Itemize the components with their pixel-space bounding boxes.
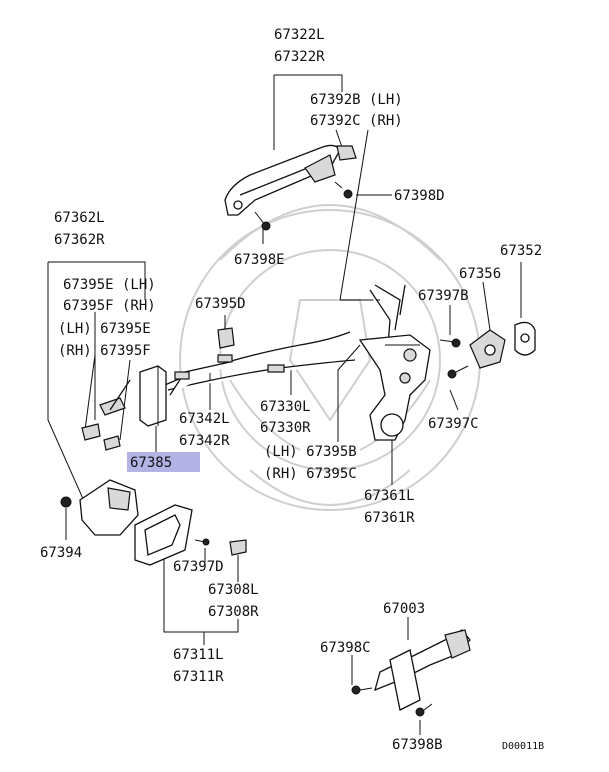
callout-rh-67395f: (RH) 67395F	[58, 343, 151, 359]
striker-shim	[514, 321, 536, 356]
screw-67394	[60, 496, 72, 508]
latch-cover	[139, 365, 167, 427]
clip-67395d	[217, 327, 235, 349]
reference-code: D00011B	[502, 741, 544, 752]
bolt-67398d	[334, 181, 353, 199]
callout-67398e: 67398E	[234, 252, 285, 268]
bolt-67398b	[415, 703, 433, 717]
small-clips	[81, 379, 131, 451]
screw-67397d	[194, 538, 210, 546]
callout-67003: 67003	[383, 601, 425, 617]
clip-part	[336, 145, 357, 161]
door-latch	[358, 334, 431, 441]
callout-67311-r: 67311R	[173, 669, 224, 685]
callout-67398c: 67398C	[320, 640, 371, 656]
outside-handle	[224, 144, 341, 216]
callout-67397c: 67397C	[428, 416, 479, 432]
callout-67397b: 67397B	[418, 288, 469, 304]
callout-67308-l: 67308L	[208, 582, 259, 598]
bolt-67398e	[254, 211, 271, 231]
callout-67395b-lh: (LH) 67395B	[264, 444, 357, 460]
callout-67308-r: 67308R	[208, 604, 259, 620]
callout-67362-l: 67362L	[54, 210, 105, 226]
cap-67308	[229, 539, 247, 556]
bolt-67397c	[447, 365, 469, 379]
callout-67395f-rh: 67395F (RH)	[63, 298, 156, 314]
callout-67395d: 67395D	[195, 296, 246, 312]
callout-67322-l: 67322L	[274, 27, 325, 43]
callout-67322-r: 67322R	[274, 49, 325, 65]
callout-67361-r: 67361R	[364, 510, 415, 526]
bolt-67398c	[351, 685, 373, 695]
inside-handle	[134, 504, 193, 566]
callout-67397d: 67397D	[173, 559, 224, 575]
bolt-67397b	[439, 338, 461, 348]
door-check	[374, 629, 471, 711]
callout-lh-67395e: (LH) 67395E	[58, 321, 151, 337]
callout-67330-l: 67330L	[260, 399, 311, 415]
callout-67392-b: 67392B (LH)	[310, 92, 403, 108]
inside-handle-frame	[79, 479, 139, 536]
callout-67392-c: 67392C (RH)	[310, 113, 403, 129]
cables	[164, 331, 356, 396]
callout-67330-r: 67330R	[260, 420, 311, 436]
striker	[469, 329, 506, 369]
callout-67395c-rh: (RH) 67395C	[264, 466, 357, 482]
callout-67385: 67385	[130, 455, 172, 471]
callout-67342-l: 67342L	[179, 411, 230, 427]
callout-67394: 67394	[40, 545, 82, 561]
callout-67398b: 67398B	[392, 737, 443, 753]
part-highlight	[127, 452, 200, 472]
latch-rods	[369, 284, 406, 346]
callout-67342-r: 67342R	[179, 433, 230, 449]
callout-67398d: 67398D	[394, 188, 445, 204]
callout-67311-l: 67311L	[173, 647, 224, 663]
callout-67356: 67356	[459, 266, 501, 282]
callout-67361-l: 67361L	[364, 488, 415, 504]
callout-67352: 67352	[500, 243, 542, 259]
callout-67362-r: 67362R	[54, 232, 105, 248]
callout-67395e-lh: 67395E (LH)	[63, 277, 156, 293]
